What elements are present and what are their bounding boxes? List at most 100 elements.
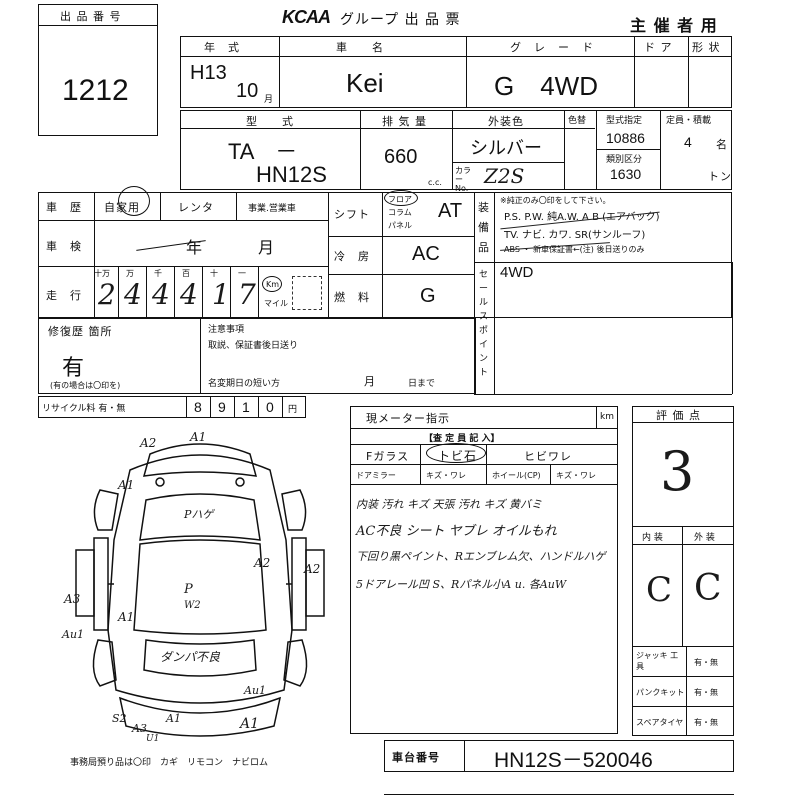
mark-damper-defect: ダンパ不良 [160, 650, 221, 664]
mileage-digit-0: 2 [98, 278, 116, 311]
mark-a2-right: A2 [254, 556, 271, 570]
mileage-digit-5: 7 [238, 278, 256, 311]
organizer-label: 主 催 者 用 [630, 16, 718, 35]
car-damage-diagram [75, 443, 325, 737]
recycle-label: リサイクル料 有・無 [42, 404, 126, 414]
vehicle-basic-table [180, 36, 732, 108]
exterior-color-label: 外装色 [488, 115, 524, 128]
digit-label-2: 千 [154, 269, 162, 278]
type-designation-value: 10886 [606, 130, 645, 146]
month-unit: 月 [264, 95, 275, 105]
transfer-month: 月 [364, 375, 376, 388]
type-designation-label: 型式指定 [606, 116, 643, 126]
lot-number: 1212 [62, 74, 129, 107]
digit-label-4: 十 [210, 269, 218, 278]
puncture-value: 有・無 [694, 688, 718, 697]
km-circle [262, 276, 282, 292]
jack-label: ジャッキ 工具 [636, 651, 679, 671]
displacement-label: 排 気 量 [382, 115, 427, 128]
rating-label: 評 価 点 [656, 409, 701, 422]
equipment-line-0: P.S. P.W. 純A.W. A B (エアバック) [504, 212, 660, 223]
mark-a1-rear-right: A1 [240, 716, 260, 732]
remarks-line-1: AC不良 シート ヤブレ オイルもれ [356, 524, 557, 539]
rating-score: 3 [660, 440, 695, 503]
digit-label-1: 万 [126, 269, 134, 278]
mark-u1-rear: U1 [146, 734, 160, 744]
shift-label: シフト [334, 208, 370, 221]
digit-label-3: 百 [182, 269, 190, 278]
mark-a3-rear: A3 [132, 722, 147, 735]
category-label: 類別区分 [606, 155, 643, 165]
mileage-unit-box [292, 276, 322, 310]
wheel-value: キズ・ワレ [556, 471, 596, 480]
model-code: HN12S [256, 162, 327, 187]
ac-label: 冷 房 [334, 250, 370, 263]
remarks-line-0: 内装 汚れ キズ 天張 汚れ キズ 黄バミ [356, 498, 542, 511]
door-label: ド ア [644, 41, 673, 54]
color-no-value: Z2S [484, 164, 525, 188]
history-private-circle [118, 186, 150, 216]
model-label: 型 式 [246, 115, 294, 128]
glass-crack: ヒビワレ [524, 450, 572, 463]
mark-a1-left: A1 [118, 610, 135, 624]
transfer-label: 名変期日の短い方 [208, 379, 281, 389]
repair-note: (有の場合は〇印を) [50, 381, 121, 390]
lot-number-box [38, 4, 158, 136]
load-unit: トン [708, 170, 732, 183]
history-rental: レンタ [178, 201, 214, 214]
sales-point-value: 4WD [500, 264, 534, 281]
recycle-yen: 円 [288, 405, 298, 415]
vehicle-name: Kei [346, 68, 384, 98]
mileage-digit-3: 4 [180, 278, 198, 311]
puncture-label: パンクキット [636, 688, 685, 697]
digit-label-0: 十万 [94, 269, 110, 278]
interior-label: 内 装 [642, 533, 663, 543]
mark-s2-rear: S2 [112, 712, 127, 725]
recycle-digit-0: 8 [194, 399, 202, 415]
recycle-digit-2: 1 [242, 399, 250, 415]
mark-w2-roof: W2 [184, 600, 201, 611]
sheet-title: グループ 出 品 票 [340, 12, 461, 28]
shift-floor-circle [384, 190, 418, 206]
inspection-month: 月 [258, 238, 276, 257]
transfer-day: 日まで [408, 379, 436, 389]
mark-a1-front: A1 [190, 430, 207, 444]
mileage-digit-2: 4 [152, 278, 170, 311]
recycle-table [38, 396, 306, 418]
spare-label: スペアタイヤ [636, 718, 684, 727]
sales-point-label: セールスポイント [479, 270, 489, 378]
mileage-digit-1: 4 [124, 278, 142, 311]
notes-label: 注意事項 [208, 325, 245, 335]
mark-a2-front: A2 [140, 436, 157, 450]
spare-value: 有・無 [694, 718, 718, 727]
rating-panel [632, 406, 734, 736]
mark-a3-left: A3 [64, 592, 81, 606]
wheel-label: ホイール(CP) [492, 471, 541, 480]
mark-au1-left: Au1 [62, 628, 85, 641]
glass-value-circle [426, 443, 486, 463]
history-label: 車 歴 [46, 201, 82, 214]
remarks-line-3: 5ドアレール凹 S、Rパネル小A u. 各AuW [356, 578, 567, 591]
recycle-digit-1: 9 [218, 399, 226, 415]
mark-a1-fender-left: A1 [118, 478, 135, 492]
chassis-value: HN12S－520046 [494, 749, 653, 772]
year-month: 10 [236, 80, 259, 102]
shift-option-column: コラム [388, 208, 412, 217]
exterior-color-value: シルバー [470, 138, 542, 158]
vehicle-spec-table [180, 110, 732, 190]
capacity-unit: 名 [716, 138, 728, 151]
remarks-line-2: 下回り黒ペイント、Rエンブレム欠、ハンドルハゲ [356, 550, 606, 563]
office-note: 事務局預り品は〇印 カギ リモコン ナビロム [70, 758, 269, 768]
mark-a1-rear: A1 [166, 712, 181, 725]
recycle-digit-3: 0 [266, 399, 274, 415]
category-value: 1630 [610, 166, 642, 182]
condition-table [38, 192, 732, 318]
shift-option-panel: パネル [388, 221, 412, 230]
meter-label: 現メーター指示 [366, 412, 450, 425]
repair-label: 修復歴 箇所 [48, 325, 113, 338]
capacity-label: 定員・積載 [666, 116, 712, 126]
fuel-value: G [420, 285, 436, 307]
model-prefix: TA － [228, 139, 298, 164]
jack-value: 有・無 [694, 658, 718, 667]
interior-value: C [646, 570, 673, 610]
